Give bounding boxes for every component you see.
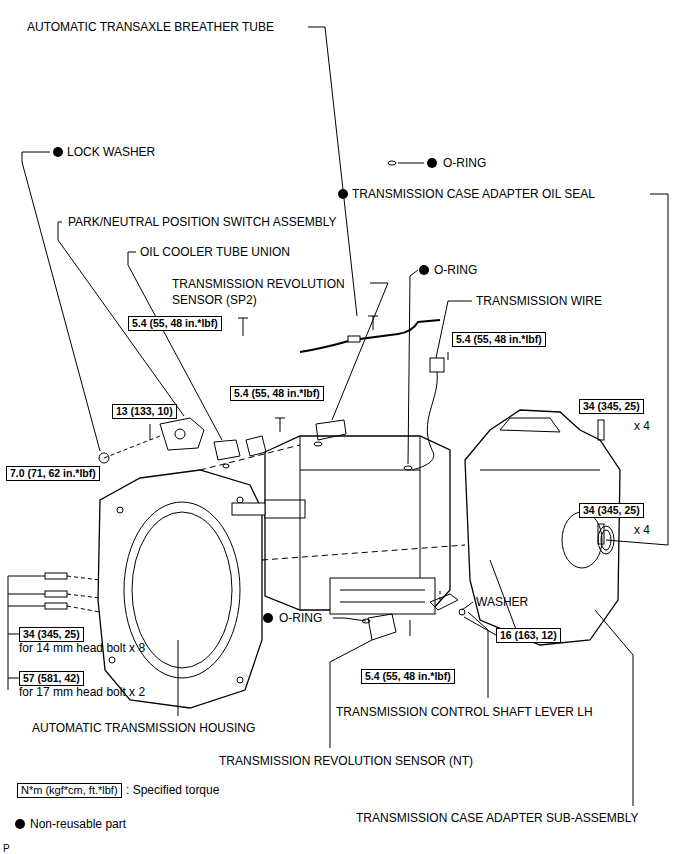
part-label: AUTOMATIC TRANSAXLE BREATHER TUBE	[27, 20, 274, 35]
torque-value: 34 (345, 25)	[583, 400, 640, 412]
torque-box: 5.4 (55, 48 in.*lbf)	[230, 386, 324, 401]
part-label: TRANSMISSION REVOLUTION SENSOR (NT)	[219, 754, 473, 769]
torque-value: 16 (163, 12)	[500, 629, 557, 641]
part-label: x 4	[634, 523, 650, 538]
torque-box: 57 (581, 42)	[19, 671, 84, 686]
part-label: TRANSMISSION CONTROL SHAFT LEVER LH	[336, 705, 593, 720]
torque-value: 34 (345, 25)	[23, 628, 80, 640]
torque-value: 5.4 (55, 48 in.*lbf)	[234, 387, 320, 399]
part-label: for 17 mm head bolt x 2	[19, 685, 145, 700]
torque-box: 16 (163, 12)	[496, 628, 561, 643]
part-label: x 4	[634, 419, 650, 434]
torque-box: 7.0 (71, 62 in.*lbf)	[6, 466, 100, 481]
part-label: WASHER	[476, 595, 528, 610]
part-label: TRANSMISSION CASE ADAPTER OIL SEAL	[352, 187, 595, 202]
legend-sample-box: N*m (kgf*cm, ft.*lbf)	[17, 783, 122, 798]
part-label: TRANSMISSION WIRE	[476, 294, 602, 309]
torque-box: 34 (345, 25)	[579, 503, 644, 518]
torque-value: 5.4 (55, 48 in.*lbf)	[365, 670, 451, 682]
torque-box: 34 (345, 25)	[579, 399, 644, 414]
torque-value: 5.4 (55, 48 in.*lbf)	[132, 317, 218, 329]
torque-value: 57 (581, 42)	[23, 672, 80, 684]
part-label: AUTOMATIC TRANSMISSION HOUSING	[32, 721, 255, 736]
torque-value: 7.0 (71, 62 in.*lbf)	[10, 467, 96, 479]
torque-value: 5.4 (55, 48 in.*lbf)	[456, 333, 542, 345]
torque-value: 13 (133, 10)	[116, 405, 173, 417]
torque-box: 5.4 (55, 48 in.*lbf)	[128, 316, 222, 331]
legend-text: : Specified torque	[126, 783, 219, 798]
torque-box: 34 (345, 25)	[19, 627, 84, 642]
legend-text: Non-reusable part	[30, 817, 126, 832]
torque-value: 34 (345, 25)	[583, 504, 640, 516]
part-label: OIL COOLER TUBE UNION	[140, 245, 290, 260]
part-label: LOCK WASHER	[67, 145, 155, 160]
part-label: O-RING	[434, 263, 477, 278]
torque-box: 13 (133, 10)	[112, 404, 177, 419]
part-label: TRANSMISSION REVOLUTION SENSOR (SP2)	[172, 276, 382, 308]
torque-box: 5.4 (55, 48 in.*lbf)	[361, 669, 455, 684]
torque-box: 5.4 (55, 48 in.*lbf)	[452, 332, 546, 347]
page-mark: P	[3, 841, 10, 854]
part-label: O-RING	[279, 611, 322, 626]
part-label: TRANSMISSION CASE ADAPTER SUB-ASSEMBLY	[356, 811, 639, 826]
part-label: for 14 mm head bolt x 8	[19, 641, 145, 656]
part-label: O-RING	[443, 156, 486, 171]
part-label: PARK/NEUTRAL POSITION SWITCH ASSEMBLY	[68, 215, 337, 230]
